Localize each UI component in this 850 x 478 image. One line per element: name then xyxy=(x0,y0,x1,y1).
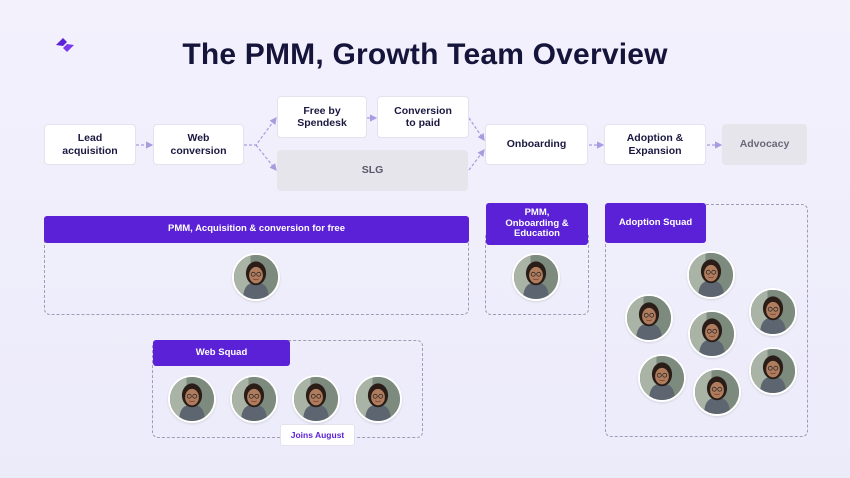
team-label-pmm-acquisition: PMM, Acquisition & conversion for free xyxy=(44,216,469,243)
team-label-adoption-squad: Adoption Squad xyxy=(605,203,706,243)
node-onboarding: Onboarding xyxy=(485,124,588,165)
joins-august-note: Joins August xyxy=(280,424,355,446)
node-free-by-spendesk: Free by Spendesk xyxy=(277,96,367,138)
person-avatar-icon xyxy=(687,251,735,299)
team-label-web-squad: Web Squad xyxy=(153,340,290,366)
node-adoption-expansion: Adoption & Expansion xyxy=(604,124,706,165)
person-avatar-icon xyxy=(638,354,686,402)
spendesk-logo-icon xyxy=(52,34,78,56)
node-slg: SLG xyxy=(277,150,468,191)
person-avatar-icon xyxy=(693,368,741,416)
node-lead-acquisition: Lead acquisition xyxy=(44,124,136,165)
team-label-pmm-onboarding: PMM, Onboarding & Education xyxy=(486,203,588,245)
node-conversion-to-paid: Conversion to paid xyxy=(377,96,469,138)
person-avatar-icon xyxy=(232,253,280,301)
person-avatar-icon xyxy=(354,375,402,423)
person-avatar-icon xyxy=(512,253,560,301)
person-avatar-icon xyxy=(292,375,340,423)
node-advocacy: Advocacy xyxy=(722,124,807,165)
group-adoption-squad xyxy=(605,204,808,437)
person-avatar-icon xyxy=(230,375,278,423)
person-avatar-icon xyxy=(625,294,673,342)
node-web-conversion: Web conversion xyxy=(153,124,244,165)
page-title: The PMM, Growth Team Overview xyxy=(182,38,668,71)
person-avatar-icon xyxy=(749,288,797,336)
person-avatar-icon xyxy=(688,310,736,358)
person-avatar-icon xyxy=(168,375,216,423)
person-avatar-icon xyxy=(749,347,797,395)
